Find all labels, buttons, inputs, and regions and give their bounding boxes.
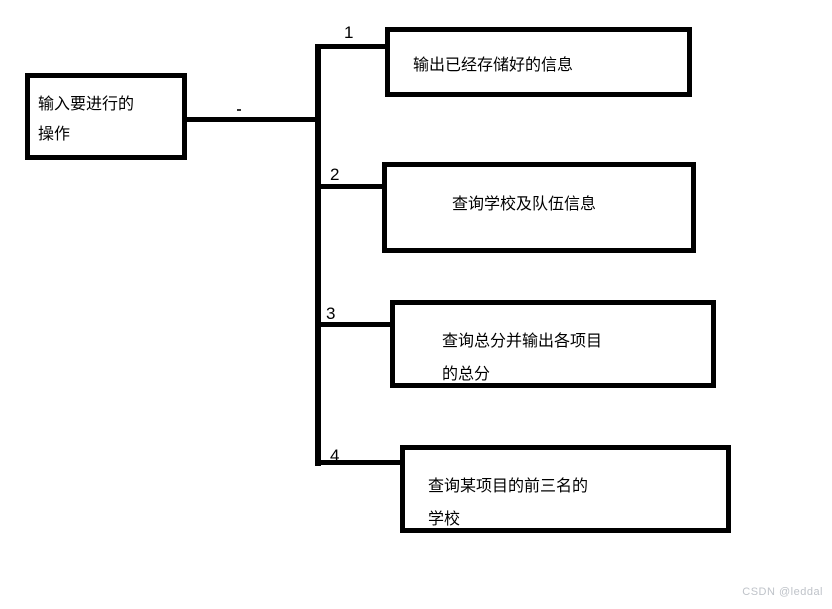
root-label-line2: 操作 bbox=[38, 126, 71, 143]
branch-4-line bbox=[315, 460, 405, 465]
branch-4-number: 4 bbox=[330, 446, 340, 465]
root-box: 输入要进行的 操作 bbox=[25, 73, 187, 160]
branch-3-box: 查询总分并输出各项目 的总分 bbox=[390, 300, 716, 388]
branch-2-label-line1: 查询学校及队伍信息 bbox=[452, 196, 597, 213]
branch-1-box: 输出已经存储好的信息 bbox=[385, 27, 692, 97]
branch-4-label-line2: 学校 bbox=[428, 511, 461, 528]
stray-dot bbox=[237, 109, 241, 111]
branch-3-label-line2: 的总分 bbox=[442, 366, 491, 383]
branch-2-line bbox=[315, 184, 387, 189]
branch-1-label-line1: 输出已经存储好的信息 bbox=[413, 57, 574, 74]
branch-1-line bbox=[315, 44, 390, 49]
branch-4-label-line1: 查询某项目的前三名的 bbox=[428, 478, 589, 495]
branch-1-number: 1 bbox=[344, 23, 354, 42]
branch-3-number: 3 bbox=[326, 304, 336, 323]
connector-root-line bbox=[186, 117, 318, 122]
csdn-watermark: CSDN @leddal bbox=[742, 586, 823, 598]
branch-2-number: 2 bbox=[330, 165, 340, 184]
branch-3-label-line1: 查询总分并输出各项目 bbox=[442, 333, 603, 350]
branch-3-line bbox=[315, 322, 395, 327]
connector-trunk-line bbox=[315, 44, 321, 466]
root-label-line1: 输入要进行的 bbox=[38, 96, 135, 113]
branch-2-box: 查询学校及队伍信息 bbox=[382, 162, 696, 253]
branch-4-box: 查询某项目的前三名的 学校 bbox=[400, 445, 731, 533]
